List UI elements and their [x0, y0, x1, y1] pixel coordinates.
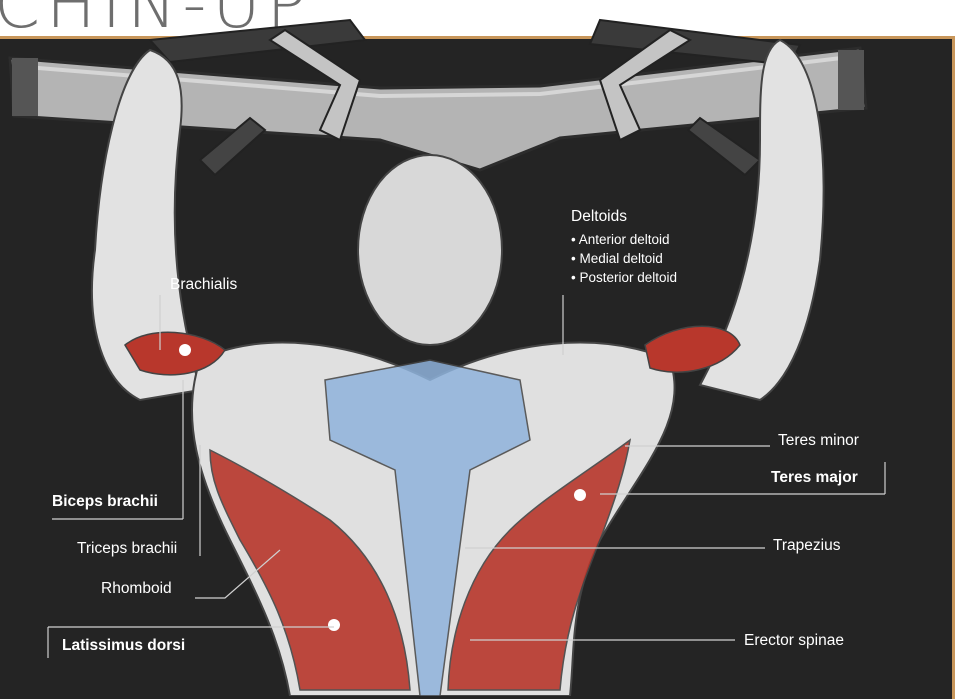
biceps-brachii-label: Biceps brachii [52, 493, 158, 511]
trapezius-label: Trapezius [773, 537, 840, 555]
deltoids-label: Deltoids [571, 208, 627, 226]
posterior-deltoid-label: • Posterior deltoid [571, 268, 677, 287]
head [358, 155, 502, 345]
anterior-deltoid-label: • Anterior deltoid [571, 230, 677, 249]
teres-minor-label: Teres minor [778, 432, 859, 450]
teres-major-marker [574, 489, 586, 501]
teres-major-label: Teres major [771, 469, 858, 487]
erector-spinae-label: Erector spinae [744, 632, 844, 650]
triceps-brachii-label: Triceps brachii [77, 540, 177, 558]
deltoid-parts-list: • Anterior deltoid • Medial deltoid • Po… [571, 230, 677, 287]
latissimus-marker [328, 619, 340, 631]
brachialis-label: Brachialis [170, 276, 237, 294]
rhomboid-label: Rhomboid [101, 580, 172, 598]
brachialis-marker [179, 344, 191, 356]
medial-deltoid-label: • Medial deltoid [571, 249, 677, 268]
latissimus-dorsi-label: Latissimus dorsi [62, 637, 185, 655]
